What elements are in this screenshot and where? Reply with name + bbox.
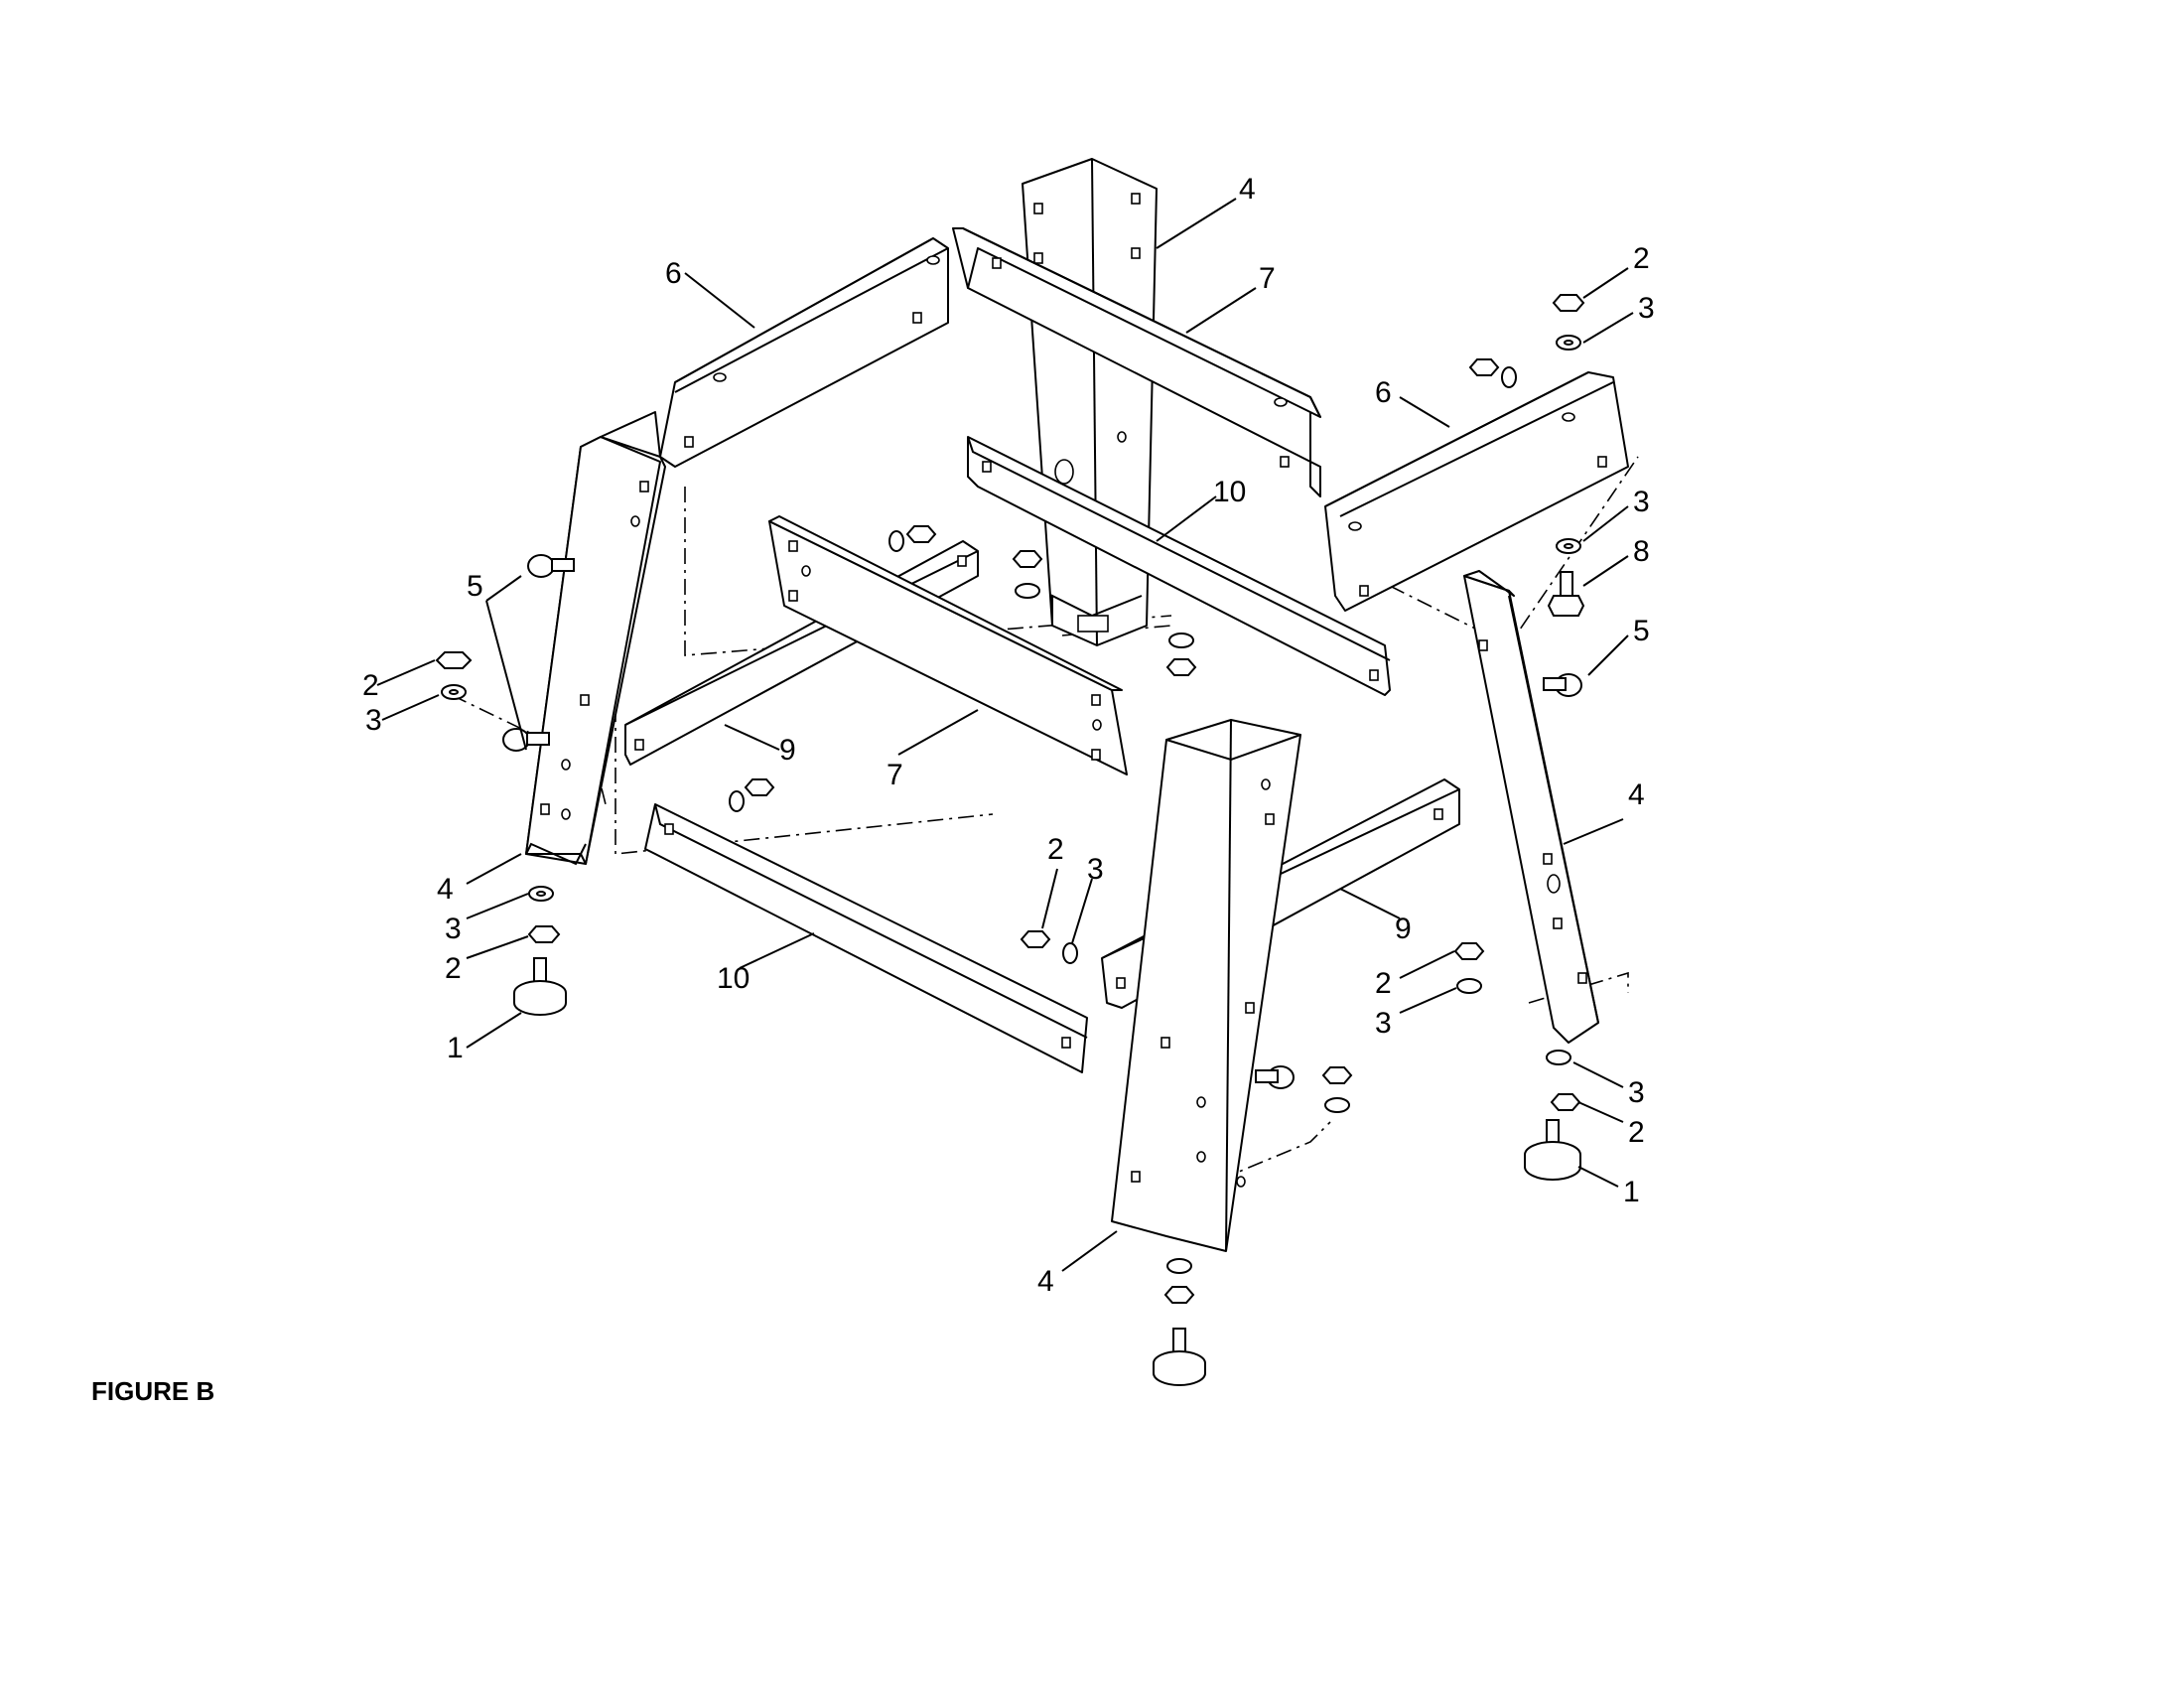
callout-leveling-foot: 1 <box>447 1032 464 1064</box>
callout-hex-nut: 2 <box>1633 242 1650 275</box>
side-brace-left <box>659 237 949 468</box>
callout-washer: 3 <box>1087 853 1104 886</box>
washer <box>441 335 1581 1274</box>
callout-washer: 3 <box>445 913 462 945</box>
callout-carriage-bolt: 5 <box>467 570 483 603</box>
leg-left <box>525 411 666 866</box>
callout-side-brace: 6 <box>665 257 682 290</box>
callout-end-brace: 7 <box>887 759 903 791</box>
callout-hex-nut: 2 <box>1047 833 1064 866</box>
callouts: 4 7 6 6 2 3 3 8 10 5 2 3 9 7 4 3 2 1 10 … <box>362 173 1655 1298</box>
lower-end-stretcher-back <box>967 436 1391 696</box>
hex-bolt <box>1547 571 1585 617</box>
callout-end-brace: 7 <box>1259 262 1276 295</box>
callout-washer: 3 <box>1638 292 1655 325</box>
callout-washer: 3 <box>1628 1076 1645 1109</box>
callout-leg: 4 <box>437 873 454 906</box>
callout-carriage-bolt: 5 <box>1633 615 1650 647</box>
callout-hex-nut: 2 <box>1375 967 1392 1000</box>
callout-hex-bolt: 8 <box>1633 535 1650 568</box>
callout-washer: 3 <box>365 704 382 737</box>
hex-nut <box>435 294 1585 1304</box>
leg-right <box>1463 570 1599 1044</box>
callout-side-brace: 6 <box>1375 376 1392 409</box>
callout-leveling-foot: 1 <box>1623 1176 1640 1208</box>
lower-end-stretcher-front <box>644 803 1088 1073</box>
callout-lower-end-stretcher: 10 <box>717 962 750 995</box>
leg-back <box>1022 158 1158 646</box>
callout-leg: 4 <box>1239 173 1256 206</box>
leveling-foot <box>513 957 1581 1386</box>
end-brace-front <box>768 515 1128 775</box>
callout-hex-nut: 2 <box>1628 1116 1645 1149</box>
callout-leg: 4 <box>1628 778 1645 811</box>
callout-lower-end-stretcher: 10 <box>1213 476 1246 508</box>
side-brace-right <box>1324 371 1629 612</box>
callout-lower-side-stretcher: 9 <box>1395 913 1412 945</box>
callout-hex-nut: 2 <box>362 669 379 702</box>
figure-label: FIGURE B <box>91 1376 214 1406</box>
callout-leaders <box>376 198 1634 1272</box>
callout-lower-side-stretcher: 9 <box>779 734 796 767</box>
callout-washer: 3 <box>1375 1007 1392 1040</box>
callout-leg: 4 <box>1037 1265 1054 1298</box>
end-brace-back <box>952 227 1321 497</box>
callout-washer: 3 <box>1633 486 1650 518</box>
callout-hex-nut: 2 <box>445 952 462 985</box>
leg-front <box>1111 719 1301 1252</box>
